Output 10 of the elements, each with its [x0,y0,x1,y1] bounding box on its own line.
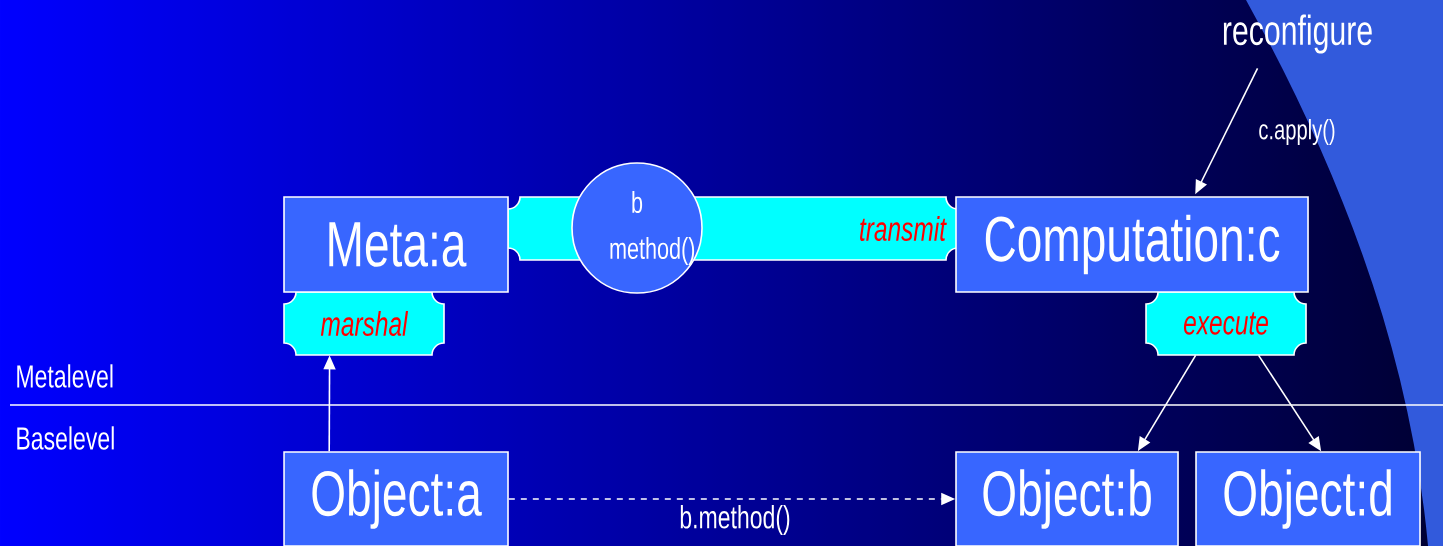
edge-label: b.method() [680,505,790,535]
operation-tag: execute [1145,291,1307,356]
operation-tag: marshal [283,291,445,356]
level-label: Metalevel [17,364,113,388]
object-box: Object:b [955,451,1179,546]
object-box: Object:d [1195,451,1421,546]
level-label: Baselevel [17,426,114,450]
object-box: Object:a [283,451,509,546]
object-box: Computation:c [955,196,1309,293]
object-box: Meta:a [283,196,509,293]
